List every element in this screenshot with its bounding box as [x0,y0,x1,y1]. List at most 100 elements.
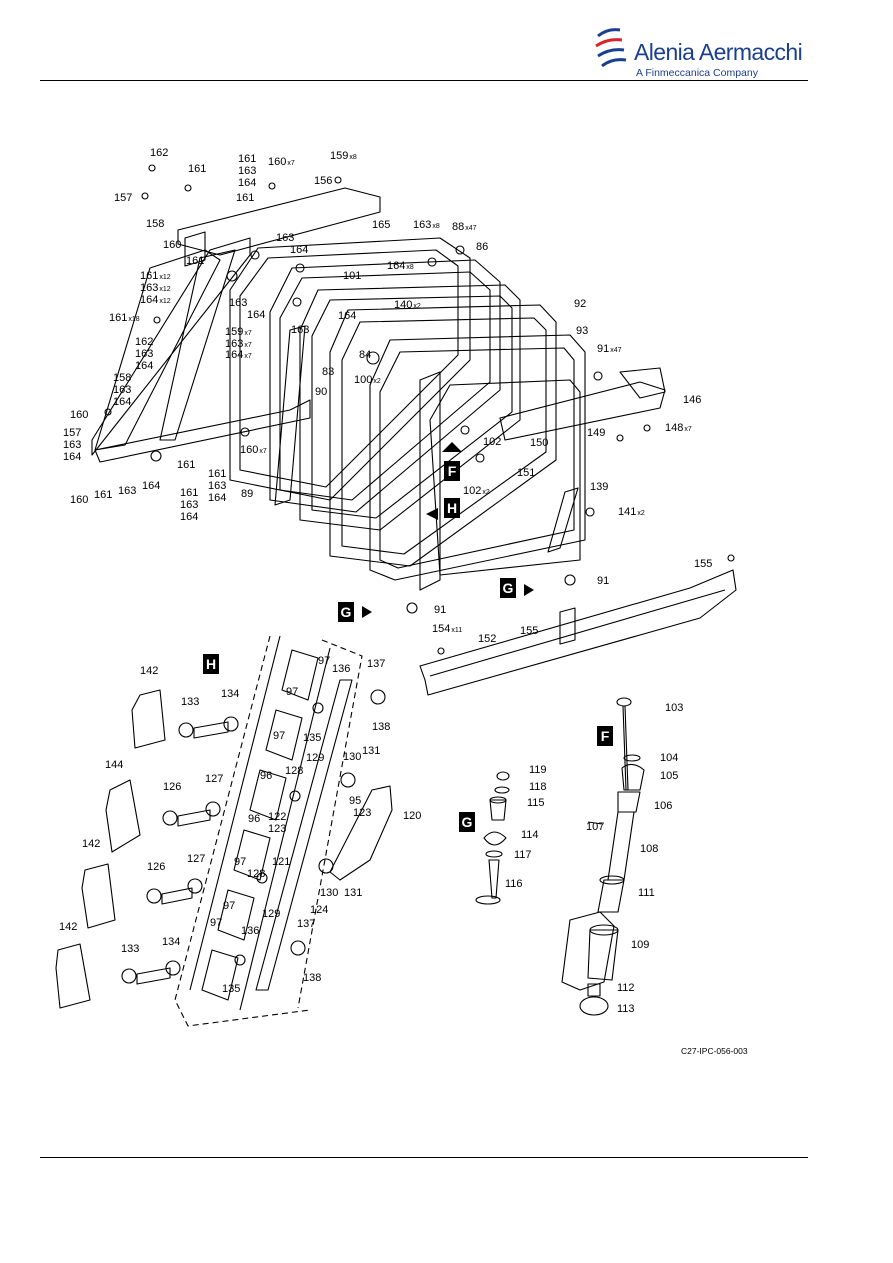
callout-163: 163 [238,165,256,177]
figure-id: C27-IPC-056-003 [681,1046,748,1056]
callout-quantity: x11 [451,627,462,634]
callout-quantity: x2 [482,489,490,496]
callout-93: 93 [576,325,588,337]
view-arrows [362,442,534,618]
view-labels: F H G G H F G [203,461,613,832]
callout-118: 118 [529,781,547,793]
callout-133: 133 [121,943,139,955]
callout-quantity: x8 [432,223,440,230]
callout-161: 161 [236,192,254,204]
callout-102: 102x2 [463,485,490,497]
callout-138: 138 [372,721,390,733]
fastener-symbols [104,164,735,655]
callout-88: 88x47 [452,221,477,233]
callout-92: 92 [574,298,586,310]
callout-163: 163 [229,297,247,309]
callout-163: 163x8 [413,219,440,231]
svg-text:H: H [447,500,457,516]
callout-148: 148x7 [665,422,692,434]
callout-164: 164x8 [387,260,414,272]
callout-128: 128 [247,868,265,880]
callout-107: 107 [586,821,604,833]
callout-165: 165 [372,219,390,231]
callout-126: 126 [147,861,165,873]
callout-164: 164 [238,177,256,189]
callout-142: 142 [82,838,100,850]
callout-135: 135 [222,983,240,995]
callout-quantity: x12 [159,298,170,305]
callout-114: 114 [521,829,539,841]
callout-152: 152 [478,633,496,645]
callout-quantity: x2 [637,510,645,517]
callout-161: 161 [180,487,198,499]
callout-120: 120 [403,810,421,822]
callout-161: 161 [238,153,256,165]
callout-160: 160 [70,494,88,506]
callout-134: 134 [221,688,239,700]
callout-130: 130 [320,887,338,899]
callout-142: 142 [140,665,158,677]
callout-97: 97 [223,900,235,912]
corner-strip-assembly [91,187,381,463]
callout-163: 163 [63,439,81,451]
callout-105: 105 [660,770,678,782]
callout-134: 134 [162,936,180,948]
callout-121: 121 [272,856,290,868]
footer-rule [40,1157,808,1158]
callout-quantity: x12 [159,286,170,293]
callout-102: 102 [483,436,501,448]
callout-129: 129 [262,908,280,920]
brand-name: Alenia Aermacchi [634,39,803,65]
brand-tagline: A Finmeccanica Company [636,67,758,79]
callout-161: 161x18 [109,312,140,324]
callout-146: 146 [683,394,701,406]
callout-161: 161 [186,255,204,267]
callout-149: 149 [587,427,605,439]
callout-163: 163 [113,384,131,396]
callout-quantity: x7 [244,330,252,337]
callout-100: 100x2 [354,374,381,386]
header-rule [40,80,808,81]
callout-139: 139 [590,481,608,493]
bottom-rail [419,569,737,696]
callout-83: 83 [322,366,334,378]
callout-155: 155 [520,625,538,637]
callout-129: 129 [306,752,324,764]
detail-f [561,697,645,1016]
callout-115: 115 [527,797,545,809]
callout-127: 127 [205,773,223,785]
callout-91: 91 [434,604,446,616]
detail-g [475,771,510,905]
callout-136: 136 [332,663,350,675]
callout-164: 164 [290,244,308,256]
callout-quantity: x7 [244,353,252,360]
callout-108: 108 [640,843,658,855]
callout-96: 96 [248,813,260,825]
detail-h [55,635,393,1027]
callout-162: 162 [150,147,168,159]
svg-text:H: H [206,656,216,672]
callout-163: 163 [135,348,153,360]
callout-109: 109 [631,939,649,951]
exploded-parts-diagram: F H G G H F G [55,147,737,1027]
callout-162: 162 [135,336,153,348]
brand-logo: Alenia Aermacchi A Finmeccanica Company [594,22,803,82]
callout-161: 161 [188,163,206,175]
callout-97: 97 [318,655,330,667]
callout-119: 119 [529,764,547,776]
callout-quantity: x2 [413,303,421,310]
callout-quantity: x8 [406,264,414,271]
callout-164: 164 [142,480,160,492]
callout-151: 151 [517,467,535,479]
callout-155: 155 [694,558,712,570]
callout-138: 138 [303,972,321,984]
callout-135: 135 [303,732,321,744]
callout-91: 91 [597,575,609,587]
callout-quantity: x47 [610,347,621,354]
callout-160: 160 [163,239,181,251]
callout-126: 126 [163,781,181,793]
callout-131: 131 [344,887,362,899]
callout-164: 164x7 [225,349,252,361]
callout-124: 124 [310,904,328,916]
